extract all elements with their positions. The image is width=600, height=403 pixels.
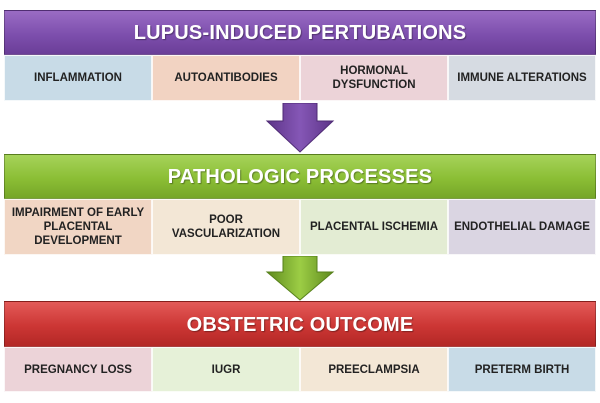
placental-ischemia-box: PLACENTAL ISCHEMIA	[300, 199, 448, 255]
poor-vascularization-box: POOR VASCULARIZATION	[152, 199, 300, 255]
hormonal-dysfunction-box: HORMONAL DYSFUNCTION	[300, 55, 448, 101]
lupus-perturbations-row: INFLAMMATION AUTOANTIBODIES HORMONAL DYS…	[4, 55, 596, 101]
obstetric-outcome-header: OBSTETRIC OUTCOME	[4, 301, 596, 347]
down-arrow-icon	[265, 256, 335, 301]
obstetric-outcome-row: PREGNANCY LOSS IUGR PREECLAMPSIA PRETERM…	[4, 347, 596, 392]
inflammation-box: INFLAMMATION	[4, 55, 152, 101]
impairment-placental-development-box: IMPAIRMENT OF EARLY PLACENTAL DEVELOPMEN…	[4, 199, 152, 255]
immune-alterations-box: IMMUNE ALTERATIONS	[448, 55, 596, 101]
pregnancy-loss-box: PREGNANCY LOSS	[4, 347, 152, 392]
pathologic-processes-header: PATHOLOGIC PROCESSES	[4, 154, 596, 199]
preterm-birth-box: PRETERM BIRTH	[448, 347, 596, 392]
pathologic-processes-row: IMPAIRMENT OF EARLY PLACENTAL DEVELOPMEN…	[4, 199, 596, 255]
iugr-box: IUGR	[152, 347, 300, 392]
endothelial-damage-box: ENDOTHELIAL DAMAGE	[448, 199, 596, 255]
lupus-perturbations-header: LUPUS-INDUCED PERTUBATIONS	[4, 10, 596, 55]
preeclampsia-box: PREECLAMPSIA	[300, 347, 448, 392]
autoantibodies-box: AUTOANTIBODIES	[152, 55, 300, 101]
down-arrow-icon	[265, 103, 335, 153]
